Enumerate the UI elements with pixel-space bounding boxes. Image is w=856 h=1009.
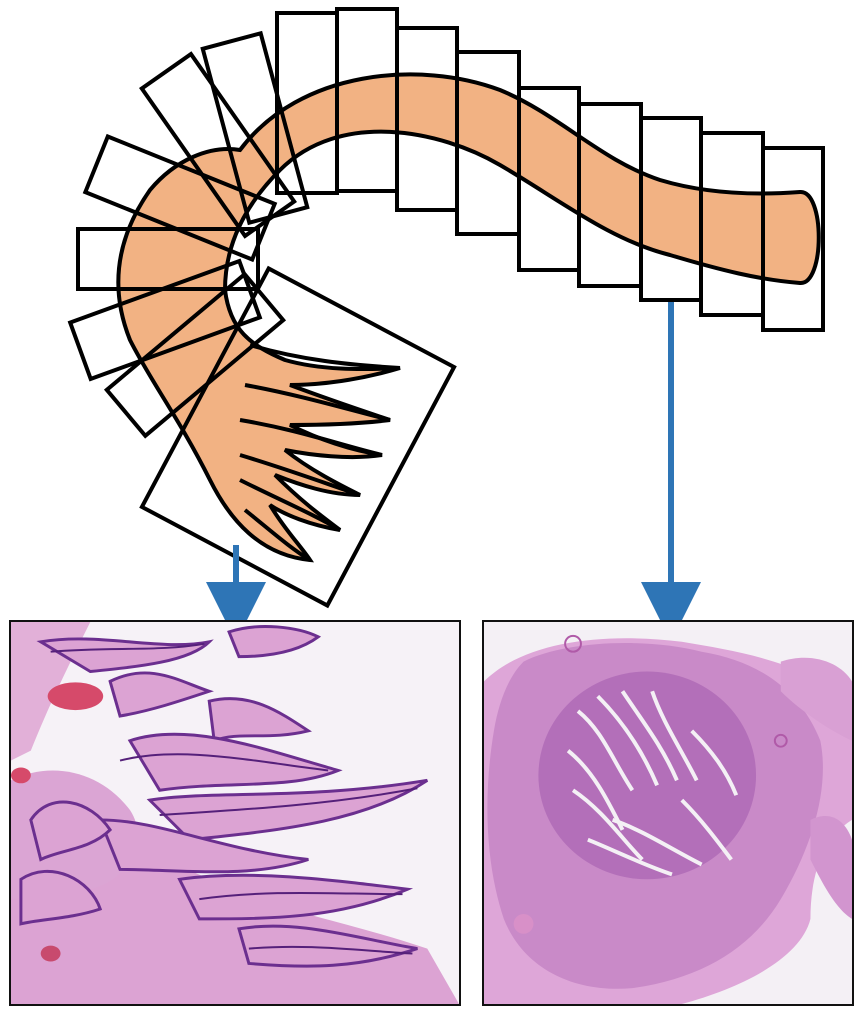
- specimen-body: [118, 74, 818, 560]
- papillary-tumor-histology-image: [11, 622, 459, 1004]
- left-histology-image: [9, 620, 461, 1006]
- right-histology-image: [482, 620, 854, 1006]
- invasive-tumor-nodule-histology-image: [484, 622, 852, 1004]
